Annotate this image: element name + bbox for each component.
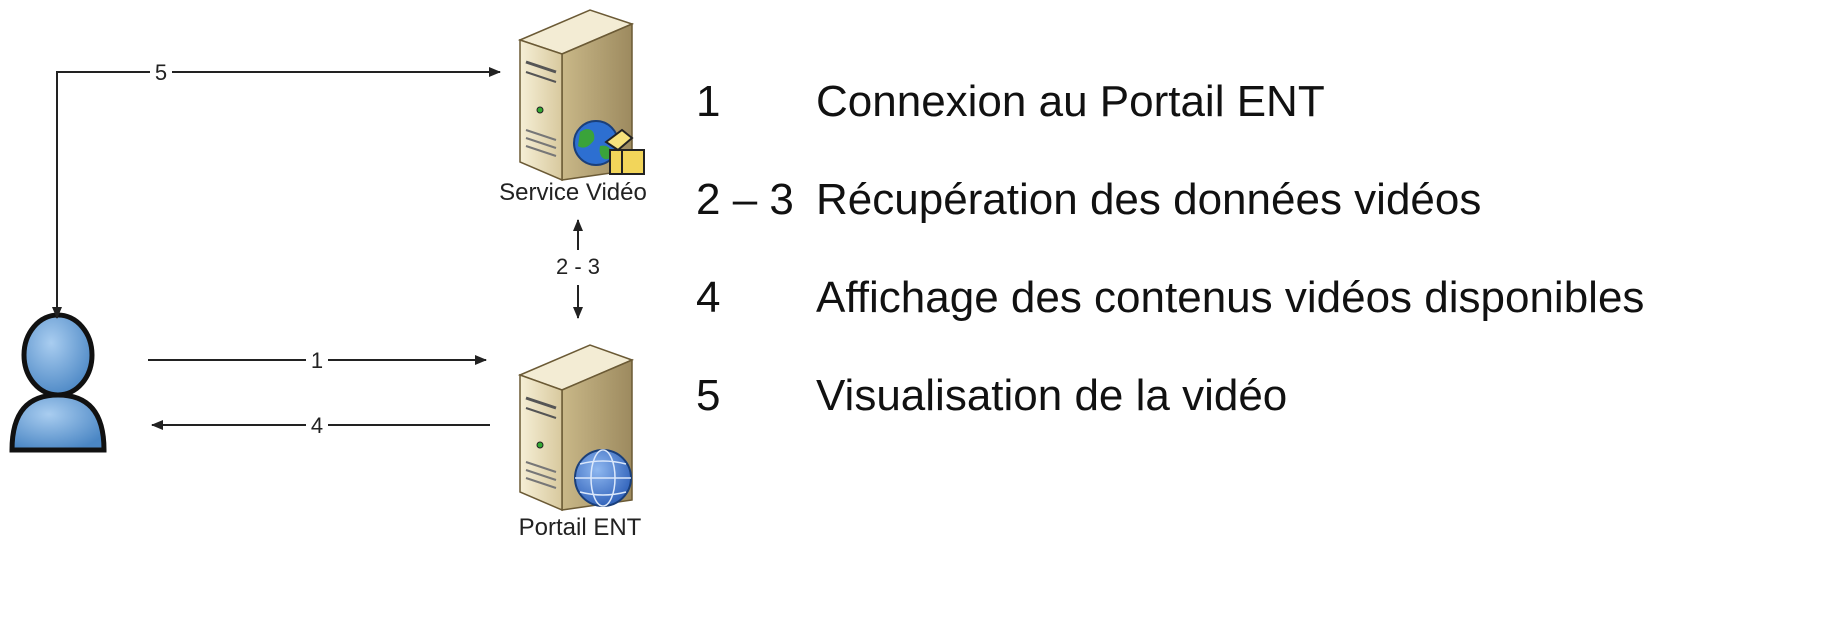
legend-number: 4 (696, 273, 721, 322)
legend-item-4: 4 Affichage des contenus vidéos disponib… (696, 268, 1836, 328)
video-service-label: Service Vidéo (499, 179, 647, 206)
legend-text: Connexion au Portail ENT (816, 77, 1325, 126)
legend-text: Visualisation de la vidéo (816, 371, 1288, 420)
portal-globe-icon (574, 449, 632, 507)
legend-number: 5 (696, 371, 721, 420)
legend-item-2-3: 2 – 3 Récupération des données vidéos (696, 170, 1836, 230)
portal-label: Portail ENT (519, 514, 642, 541)
arrow-step4-label-bg (306, 411, 328, 439)
arrow-step1-label-bg (306, 346, 328, 374)
legend-item-5: 5 Visualisation de la vidéo (696, 366, 1836, 426)
arrow-step1-label: 1 (311, 348, 323, 373)
legend-item-1: 1 Connexion au Portail ENT (696, 72, 1836, 132)
legend-text: Affichage des contenus vidéos disponible… (816, 273, 1645, 322)
video-folder-icon (604, 128, 645, 175)
arrow-step4-label: 4 (311, 413, 323, 438)
legend-number: 1 (696, 77, 721, 126)
legend-text: Récupération des données vidéos (816, 175, 1482, 224)
arrow-step23-label: 2 - 3 (556, 254, 600, 279)
arrow-step5-label: 5 (155, 60, 167, 85)
arrow-step5-label-bg (150, 58, 172, 86)
legend-number: 2 – 3 (696, 175, 794, 224)
user-icon (9, 312, 107, 453)
arrow-step5 (52, 67, 501, 319)
